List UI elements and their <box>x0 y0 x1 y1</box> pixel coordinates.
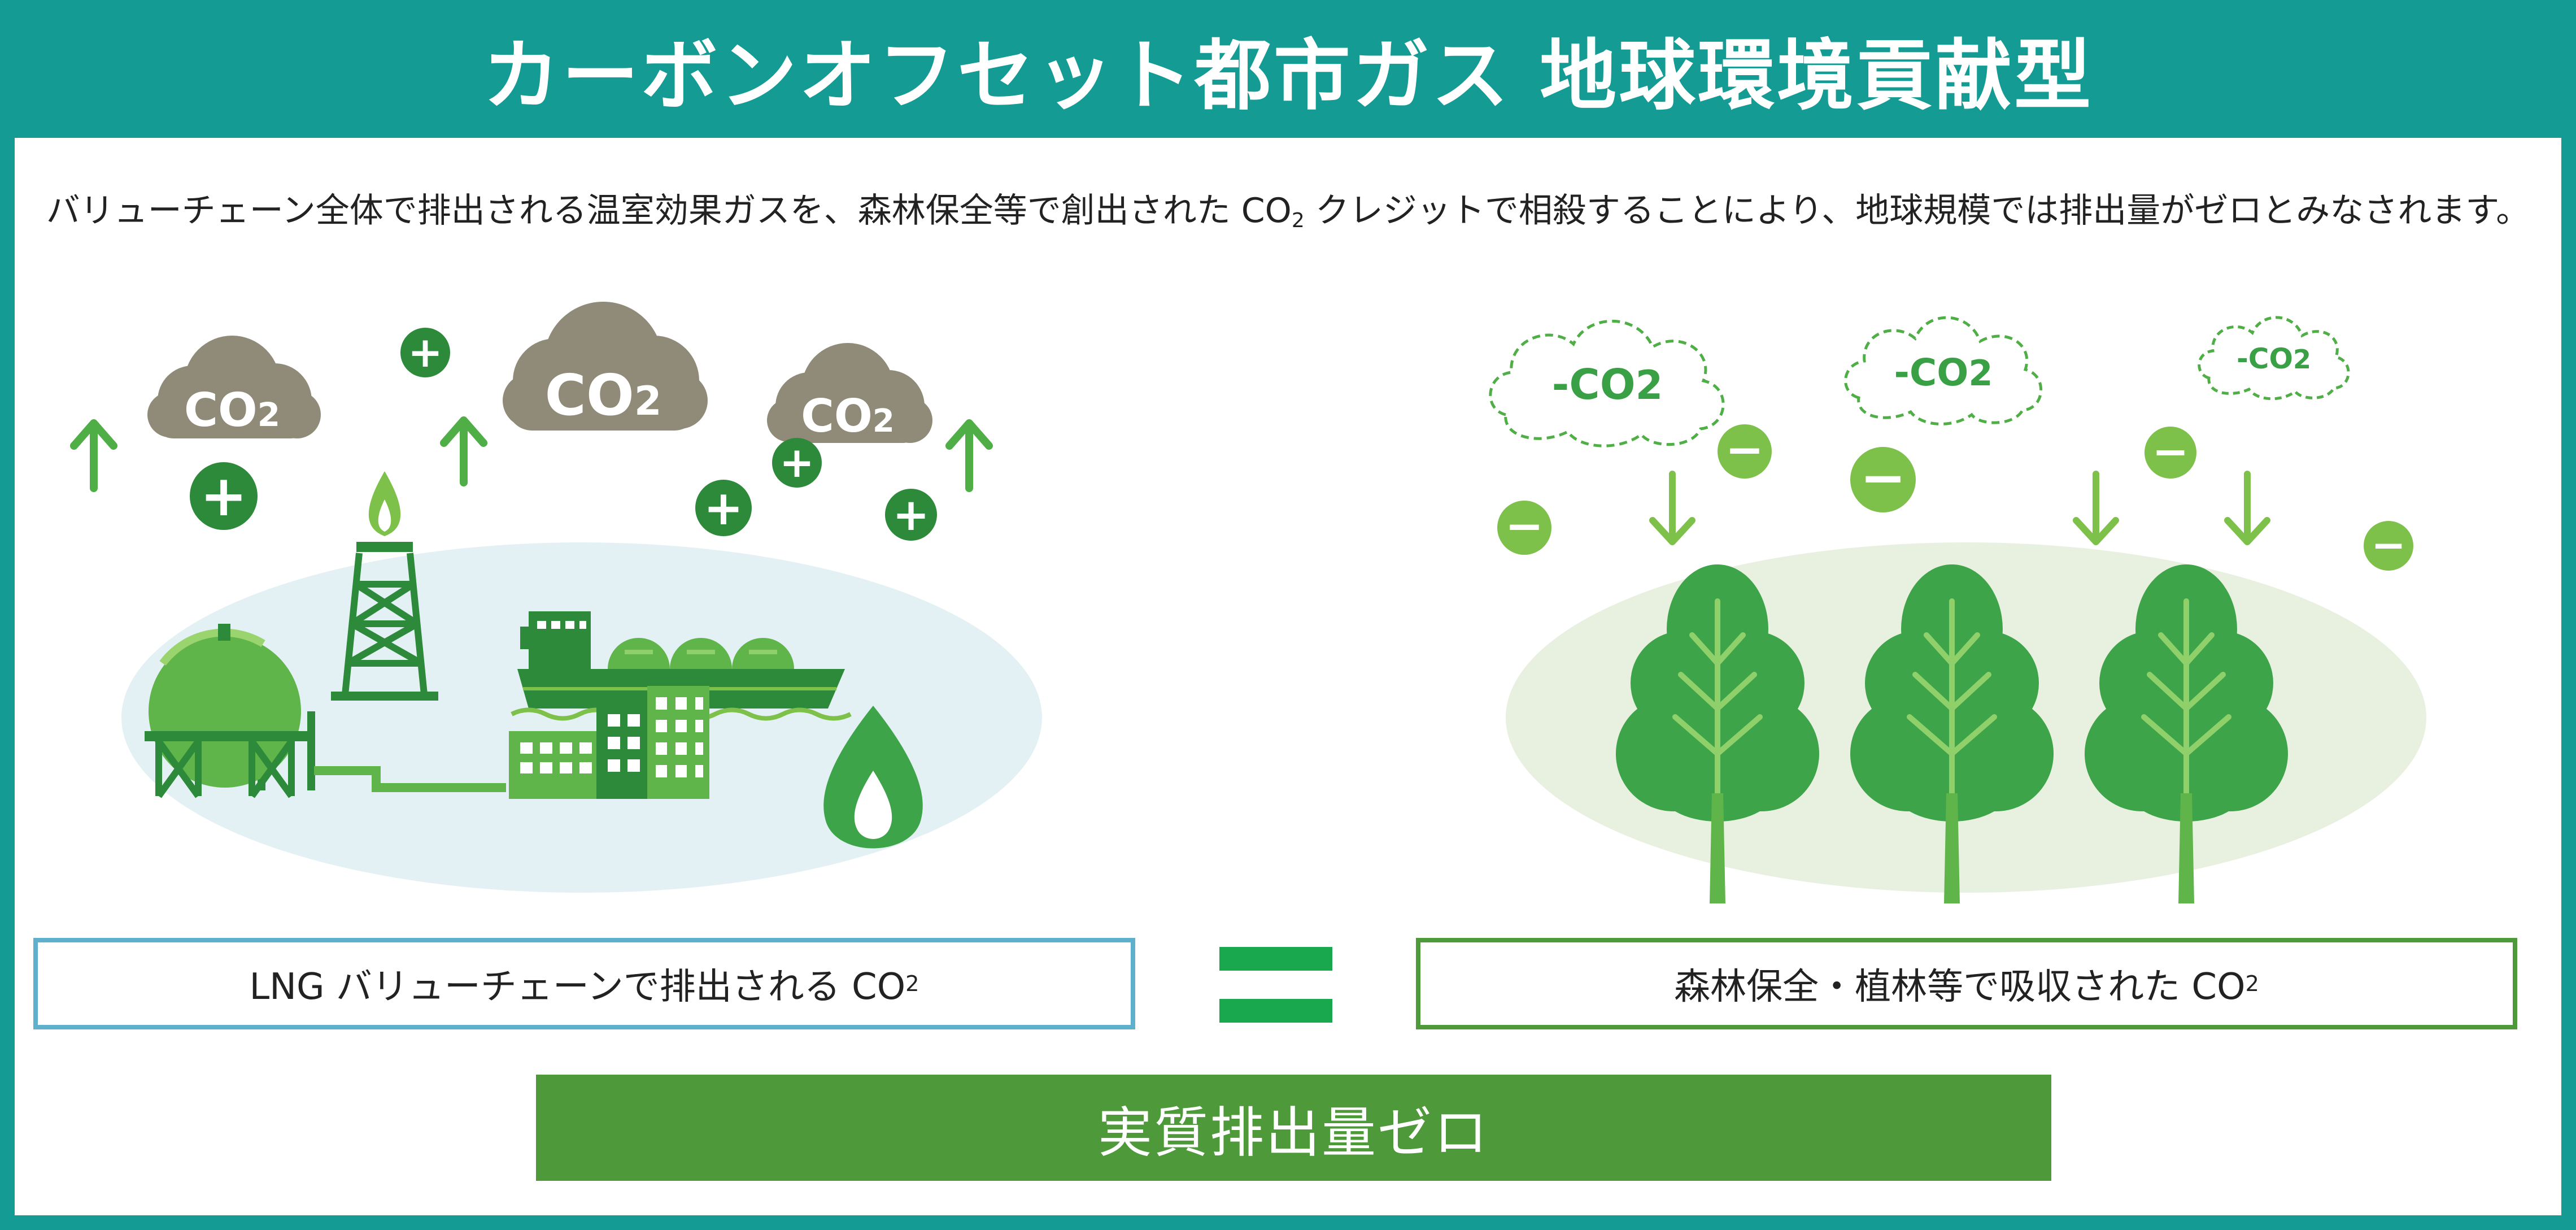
tree-icon <box>2085 564 2288 903</box>
description-subscript: 2 <box>1291 209 1305 232</box>
equals-bar-top <box>1219 947 1332 971</box>
up-arrow-icon <box>70 419 117 492</box>
absorption-cloud-2-label: -CO <box>1894 351 1968 394</box>
emission-cloud-3-sub: 2 <box>873 403 895 440</box>
emission-cloud-2-sub: 2 <box>634 378 662 424</box>
absorption-cloud-1: -CO2 <box>1489 319 1725 447</box>
gas-holder-tank-icon <box>145 624 506 798</box>
svg-text:CO2: CO2 <box>801 390 895 442</box>
emission-label-text: LNG バリューチェーンで排出される CO <box>249 966 906 1008</box>
plus-circle-icon: + <box>885 489 937 541</box>
emission-label-sub: 2 <box>905 971 919 997</box>
equals-bar-bottom <box>1219 999 1332 1023</box>
down-arrow-icon <box>2224 471 2270 545</box>
plus-circle-icon: + <box>695 480 752 536</box>
absorption-cloud-1-sub: 2 <box>1636 362 1663 408</box>
up-arrow-icon <box>945 419 993 492</box>
diagram-panel: バリューチェーン全体で排出される温室効果ガスを、森林保全等で創出された CO2 … <box>15 138 2561 1215</box>
minus-sign: − <box>1725 423 1764 477</box>
gas-flare-tower-icon <box>331 471 438 701</box>
emission-cloud-2-label: CO <box>544 362 634 428</box>
absorption-cloud-1-label: -CO <box>1552 360 1636 409</box>
plus-sign: + <box>892 490 929 541</box>
emission-cloud-1: CO2 <box>147 336 321 438</box>
factory-building-icon <box>509 686 709 799</box>
minus-sign: − <box>2152 427 2189 477</box>
plus-sign: + <box>200 463 247 529</box>
up-arrow-icon <box>440 416 487 486</box>
equals-sign <box>1219 947 1332 1023</box>
emission-cloud-1-label: CO <box>184 384 258 437</box>
emission-cloud-1-sub: 2 <box>258 395 280 434</box>
svg-text:CO2: CO2 <box>544 362 661 428</box>
minus-circle-icon: − <box>1850 446 1916 512</box>
svg-text:-CO2: -CO2 <box>2237 342 2311 375</box>
tree-icon <box>1850 564 2054 903</box>
absorption-cloud-3-sub: 2 <box>2293 344 2311 375</box>
minus-circle-icon: − <box>2364 521 2413 571</box>
down-arrow-icon <box>1649 471 1695 545</box>
minus-sign: − <box>2371 521 2406 570</box>
minus-sign: − <box>1860 446 1906 510</box>
svg-text:-CO2: -CO2 <box>1552 360 1663 409</box>
svg-text:-CO2: -CO2 <box>1894 351 1993 394</box>
net-zero-banner: 実質排出量ゼロ <box>536 1075 2051 1181</box>
plus-sign: + <box>704 480 743 536</box>
absorption-label-sub: 2 <box>2245 971 2259 997</box>
plus-sign: + <box>408 328 443 377</box>
plus-circle-icon: + <box>772 438 822 488</box>
absorption-label-text: 森林保全・植林等で吸収された CO <box>1674 966 2246 1008</box>
absorption-cloud-2-sub: 2 <box>1968 353 1993 394</box>
minus-circle-icon: − <box>1497 499 1551 555</box>
absorption-cloud-3-label: -CO <box>2237 342 2293 375</box>
absorption-cloud-3: -CO2 <box>2198 316 2350 401</box>
flame-drop-icon <box>823 706 923 849</box>
page-title: カーボンオフセット都市ガス 地球環境貢献型 <box>482 31 2094 121</box>
illustration: CO2 CO2 CO2 <box>70 302 2426 903</box>
svg-text:CO2: CO2 <box>184 384 280 437</box>
minus-sign: − <box>1505 499 1544 553</box>
down-arrow-icon <box>2073 471 2119 545</box>
description-after: クレジットで相殺することにより、地球規模では排出量がゼロとみなされます。 <box>1304 191 2530 231</box>
description-before: バリューチェーン全体で排出される温室効果ガスを、森林保全等で創出された CO <box>46 191 1292 231</box>
plus-sign: + <box>779 438 814 487</box>
minus-circle-icon: − <box>2145 427 2196 479</box>
plus-circle-icon: + <box>400 328 450 377</box>
tree-icon <box>1616 564 1819 903</box>
minus-circle-icon: − <box>1718 423 1772 479</box>
emission-cloud-2: CO2 <box>503 302 708 431</box>
emission-cloud-3-label: CO <box>801 390 873 442</box>
absorption-cloud-2: -CO2 <box>1844 316 2042 425</box>
description-text: バリューチェーン全体で排出される温室効果ガスを、森林保全等で創出された CO2 … <box>15 183 2561 232</box>
emission-cloud-3: CO2 <box>767 343 932 443</box>
plus-circle-icon: + <box>190 462 258 530</box>
